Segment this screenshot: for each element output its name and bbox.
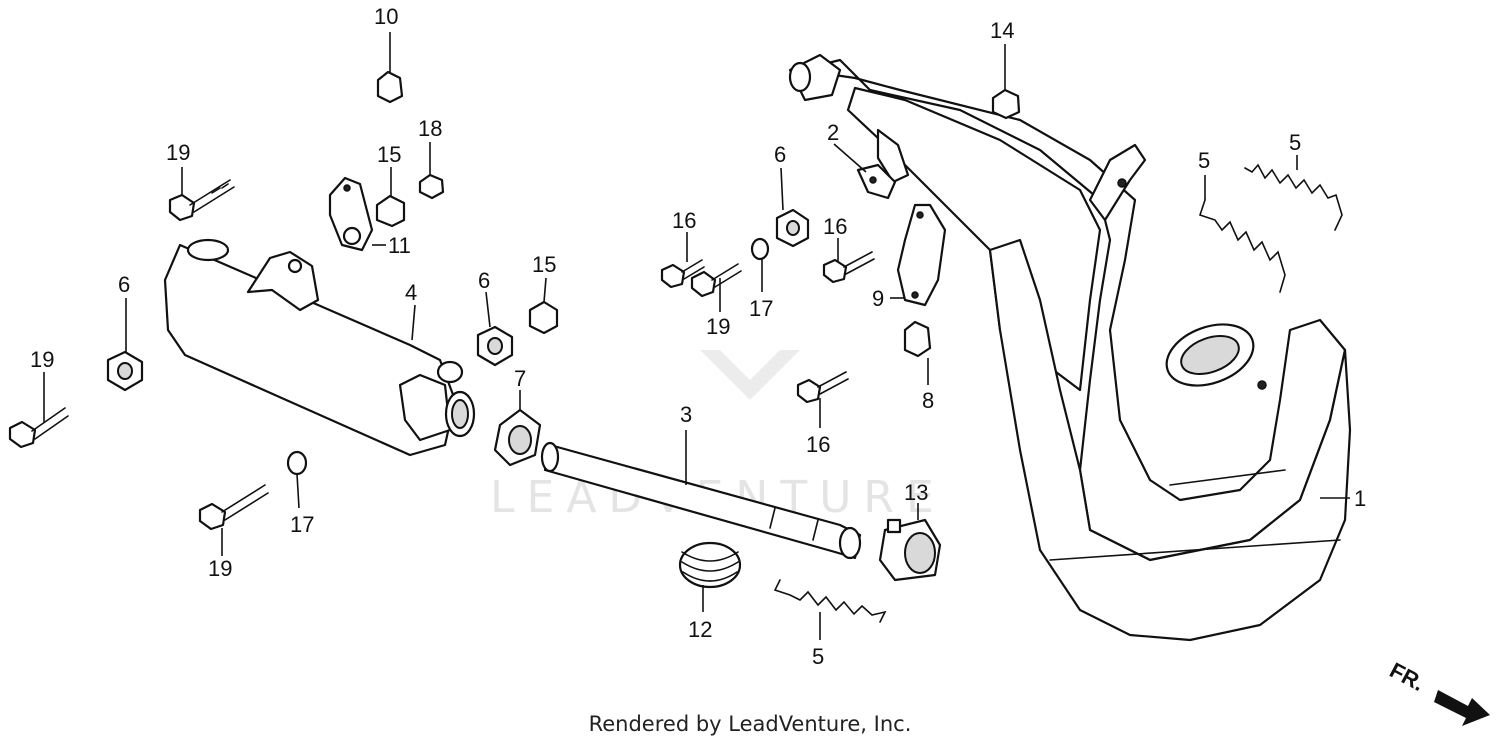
callout-6: 6 (478, 268, 490, 293)
spring-a[interactable] (1244, 163, 1343, 231)
washer-17-left[interactable] (286, 450, 308, 476)
arrow-icon (1434, 690, 1490, 726)
collar-8[interactable] (903, 320, 932, 358)
callout-19: 19 (166, 140, 190, 165)
callout-12: 12 (688, 617, 712, 642)
footer-credit: Rendered by LeadVenture, Inc. (588, 712, 912, 736)
bolt-16-right[interactable] (822, 251, 875, 284)
callout-15: 15 (532, 252, 556, 277)
callout-16: 16 (806, 432, 830, 457)
callout-5: 5 (812, 644, 824, 669)
callout-17: 17 (749, 296, 773, 321)
nut-18[interactable] (418, 173, 445, 200)
bolt-16-bottom[interactable] (796, 371, 849, 404)
callout-11: 11 (388, 233, 411, 258)
callouts: 10 19 18 15 11 6 4 6 15 19 7 17 19 3 12 … (30, 4, 1366, 669)
stay-9[interactable] (896, 203, 947, 307)
damper-spring[interactable] (678, 541, 742, 589)
bolt-19-center[interactable] (690, 263, 742, 298)
callout-4: 4 (405, 280, 417, 305)
nut-14[interactable] (991, 88, 1021, 120)
callout-1: 1 (1354, 486, 1366, 511)
callout-17: 17 (290, 512, 314, 537)
callout-6: 6 (774, 142, 786, 167)
callout-16: 16 (672, 208, 696, 233)
bolt-19-bottom[interactable] (198, 484, 269, 531)
bracket-11[interactable] (328, 176, 374, 252)
bolt-16-left[interactable] (660, 259, 705, 289)
callout-10: 10 (374, 4, 398, 29)
direction-label: FR. (1386, 657, 1429, 696)
spring-b[interactable] (1198, 199, 1286, 293)
callout-7: 7 (514, 366, 526, 391)
callout-16: 16 (823, 214, 847, 239)
callout-14: 14 (990, 18, 1014, 43)
bolt-19-top-left[interactable] (168, 179, 235, 222)
collar-15-left[interactable] (375, 194, 406, 228)
callout-3: 3 (680, 402, 692, 427)
grommet[interactable] (493, 408, 542, 467)
silencer[interactable] (163, 238, 476, 457)
washer-17-right[interactable] (750, 237, 770, 261)
callout-5: 5 (1198, 148, 1210, 173)
collar-10[interactable] (376, 70, 404, 104)
bolt-19-left[interactable] (8, 407, 69, 449)
callout-6: 6 (118, 272, 130, 297)
callout-13: 13 (904, 480, 928, 505)
callout-2: 2 (827, 120, 839, 145)
callout-8: 8 (922, 388, 934, 413)
expansion-chamber[interactable] (788, 53, 1352, 642)
callout-19: 19 (208, 556, 232, 581)
nut-6-left[interactable] (106, 350, 144, 392)
nut-6-right[interactable] (775, 208, 810, 248)
leader-lines (43, 32, 1350, 640)
tail-pipe[interactable] (540, 441, 862, 560)
collar-15-center[interactable] (528, 300, 559, 335)
nut-6-center[interactable] (476, 325, 514, 367)
exhaust-joint[interactable] (878, 518, 942, 582)
stay-2[interactable] (856, 163, 897, 200)
callout-19: 19 (30, 347, 54, 372)
callout-5: 5 (1289, 130, 1301, 155)
callout-18: 18 (418, 116, 442, 141)
callout-15: 15 (377, 142, 401, 167)
callout-19: 19 (706, 314, 730, 339)
callout-9: 9 (872, 286, 884, 311)
spring-c[interactable] (773, 579, 887, 623)
